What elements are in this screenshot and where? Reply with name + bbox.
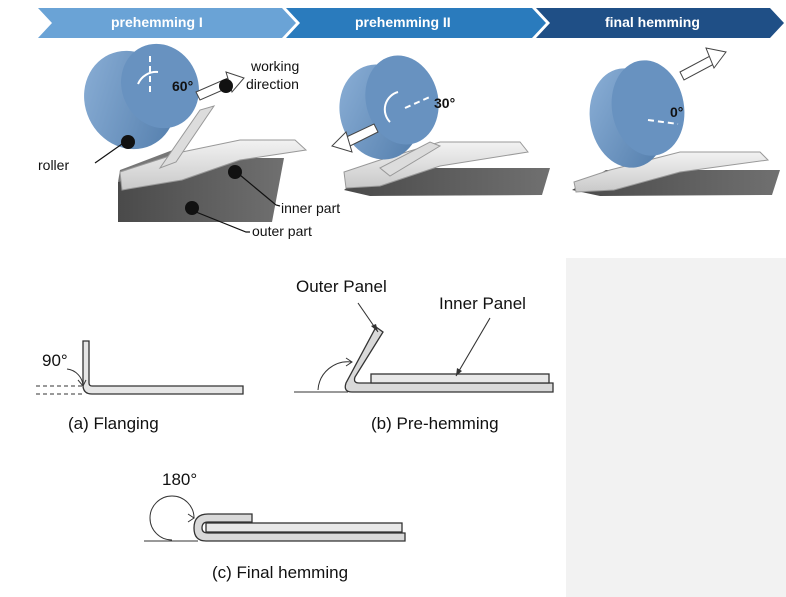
- angle-arc-180: [149, 495, 195, 541]
- prehemming-schematic: [294, 302, 554, 393]
- phase-2-label: prehemming II: [355, 14, 451, 30]
- working-direction-dot: [219, 79, 233, 93]
- angle-arc-90: [66, 368, 84, 387]
- phase-3-label: final hemming: [605, 14, 700, 30]
- inner-panel-label: Inner Panel: [439, 294, 526, 313]
- inner-panel-leader: [455, 317, 491, 377]
- outer-part-label: outer part: [252, 223, 312, 239]
- angle-30-label: 30°: [434, 95, 456, 111]
- inner-panel-b: [370, 373, 550, 384]
- outer-panel-label: Outer Panel: [296, 277, 387, 296]
- angle-0-label: 0°: [670, 104, 684, 120]
- inner-panel-c: [205, 522, 403, 533]
- inner-part-dot: [228, 165, 242, 179]
- final-hemming-schematic: [144, 495, 406, 542]
- flanging-schematic: [36, 340, 244, 395]
- working-direction-label-1: working: [251, 58, 300, 74]
- phase-1-label: prehemming I: [111, 14, 203, 30]
- caption-flanging: (a) Flanging: [68, 414, 159, 433]
- angle-180-label: 180°: [162, 470, 198, 489]
- outer-part-dot: [185, 201, 199, 215]
- flanged-panel-a: [82, 340, 244, 395]
- caption-prehemming: (b) Pre-hemming: [371, 414, 499, 433]
- illustration-svg: [38, 8, 784, 233]
- flange-1: [158, 105, 216, 170]
- roller-hemming-illustration: prehemming I prehemming II final hemming…: [0, 0, 786, 255]
- stage-3-illustration: [572, 47, 780, 196]
- phase-3-chevron: [536, 8, 784, 38]
- inner-part-label: inner part: [281, 200, 341, 216]
- flange-2: [379, 141, 442, 177]
- caption-final-hemming: (c) Final hemming: [212, 563, 349, 582]
- angle-90-label: 90°: [42, 351, 68, 370]
- blank-side-panel: [566, 258, 786, 597]
- angle-arc-b: [317, 361, 353, 391]
- angle-60-label: 60°: [172, 78, 194, 94]
- stage-2-illustration: [331, 55, 550, 196]
- inner-part-1: [119, 139, 308, 191]
- roller-dot: [121, 135, 135, 149]
- working-direction-label-2: direction: [246, 76, 299, 92]
- stage-1-illustration: [84, 43, 308, 233]
- phase-1-chevron: [38, 8, 296, 38]
- phase-2-chevron: [286, 8, 546, 38]
- outer-panel-b: [344, 326, 554, 393]
- roller-label: roller: [38, 157, 70, 173]
- outer-panel-c: [193, 513, 406, 542]
